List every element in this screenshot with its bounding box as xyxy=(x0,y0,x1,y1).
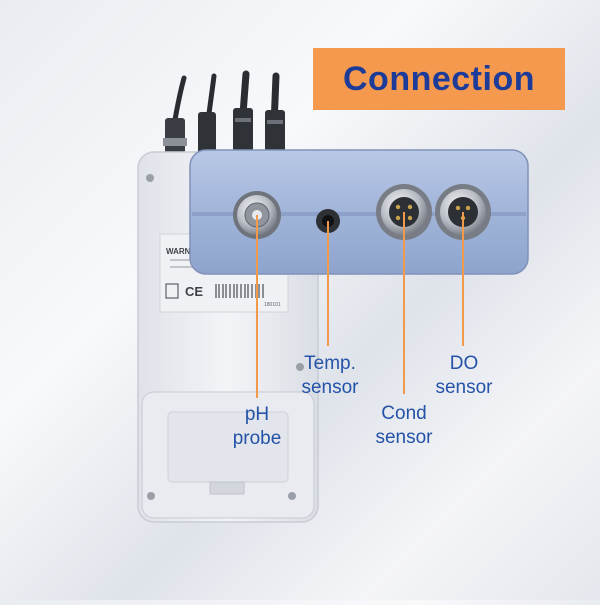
ce-mark: CE xyxy=(185,284,203,299)
leader-lines xyxy=(256,212,464,398)
warning-text: WARN xyxy=(166,247,191,256)
do-sensor-label: DO sensor xyxy=(435,353,493,398)
connector-panel xyxy=(189,149,529,275)
ph-probe-label: pH probe xyxy=(232,404,282,449)
temp-sensor-label: Temp. sensor xyxy=(301,353,359,398)
banner-title: Connection xyxy=(343,59,535,98)
serial-number: 180101 xyxy=(264,302,281,308)
cable-plugs xyxy=(163,108,285,156)
cond-sensor-label: Cond sensor xyxy=(375,403,433,448)
connection-banner: Connection xyxy=(313,48,565,110)
